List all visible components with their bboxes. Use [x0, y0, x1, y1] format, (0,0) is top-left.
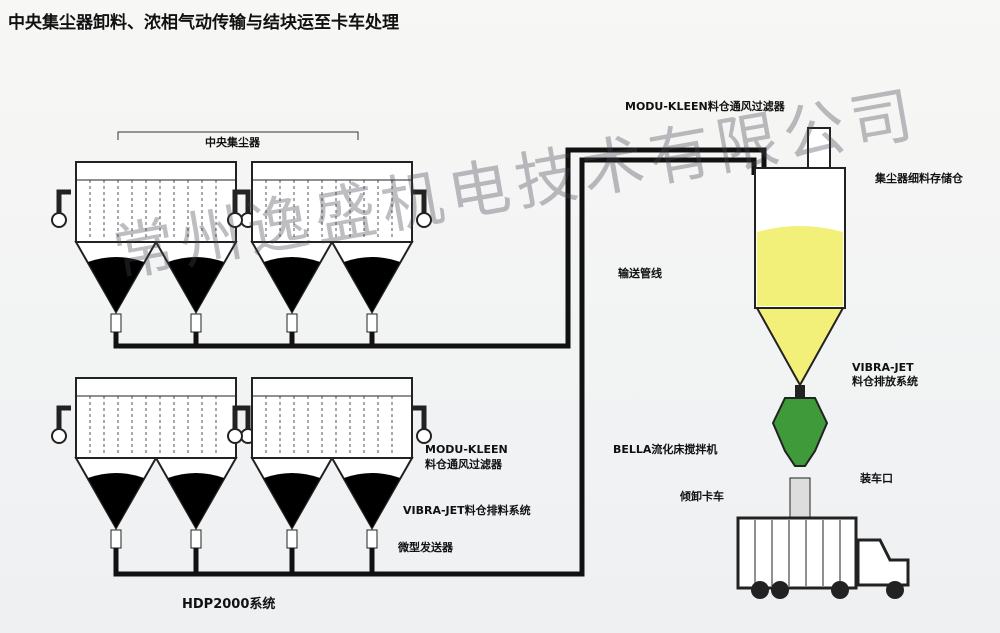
collector-bottom-left — [52, 378, 255, 548]
collector-bracket — [117, 131, 359, 140]
bella-mixer — [771, 385, 829, 519]
label-dump-truck: 倾卸卡车 — [680, 490, 724, 503]
label-central-collector: 中央集尘器 — [205, 136, 260, 149]
label-vibra-jet-bin-1: VIBRA-JET — [852, 361, 914, 374]
label-hdp-system: HDP2000系统 — [182, 597, 276, 612]
conveying-pipeline — [113, 147, 767, 577]
diagram-title: 中央集尘器卸料、浓相气动传输与结块运至卡车处理 — [8, 13, 399, 33]
collector-bottom-right — [228, 378, 431, 548]
label-modu-kleen-mid-2: 料仓通风过滤器 — [425, 458, 502, 471]
label-vibra-jet-discharge: VIBRA-JET料仓排料系统 — [403, 504, 531, 517]
label-modu-kleen-top: MODU-KLEEN料仓通风过滤器 — [625, 100, 785, 113]
label-conveying-line: 输送管线 — [618, 267, 662, 280]
label-modu-kleen-mid-1: MODU-KLEEN — [425, 443, 508, 456]
storage-bin — [754, 127, 846, 388]
label-bella-mixer: BELLA流化床搅拌机 — [613, 443, 718, 456]
dump-truck — [736, 516, 910, 599]
label-loading-port: 装车口 — [860, 472, 893, 485]
label-vibra-jet-bin-2: 料仓排放系统 — [852, 375, 918, 388]
label-micro-transmitter: 微型发送器 — [398, 541, 453, 554]
label-storage-bin: 集尘器细料存储仓 — [875, 172, 963, 185]
